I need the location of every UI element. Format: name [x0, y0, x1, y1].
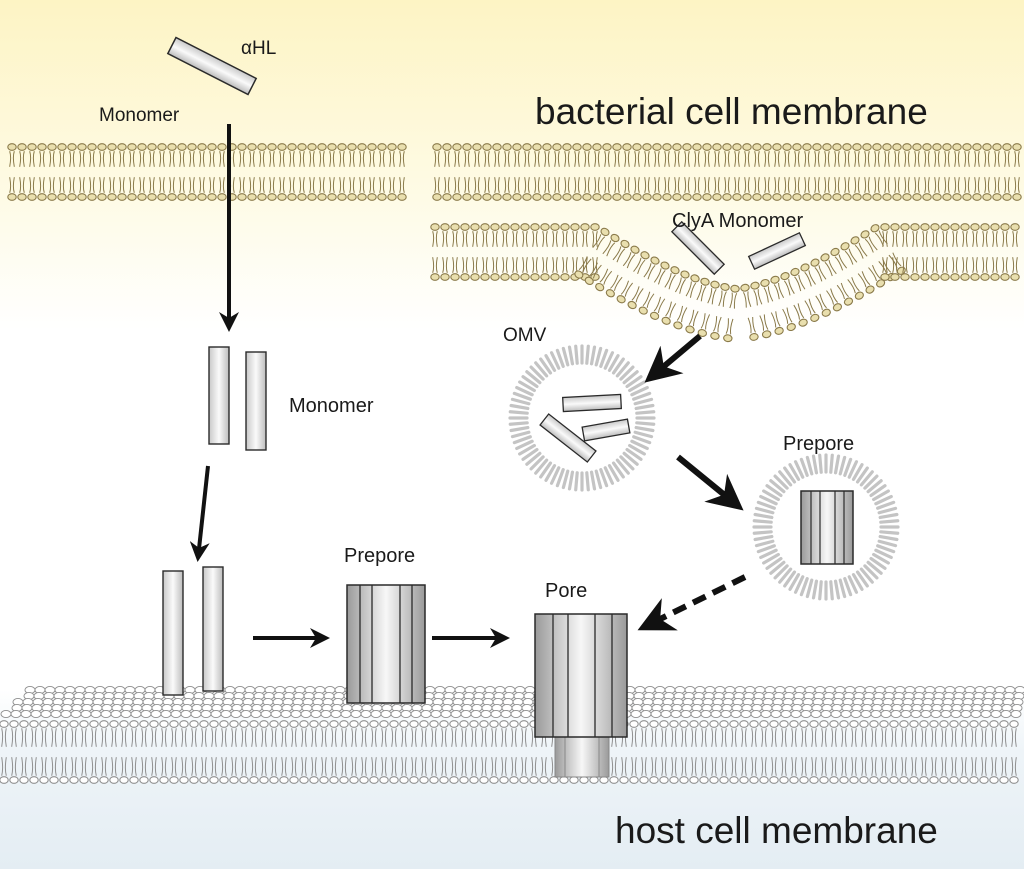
label-prepore-membrane: Prepore — [344, 545, 415, 567]
label-omv: OMV — [503, 325, 547, 346]
omv-monomer-rod-1 — [561, 393, 623, 413]
omv-monomer-rod-2 — [581, 418, 631, 442]
ahl-monomer-rod-a — [208, 346, 230, 445]
clya-monomer-rod-1 — [670, 220, 726, 276]
membrane-prepore-barrel — [346, 584, 426, 704]
label-clya-monomer: ClyA Monomer — [672, 210, 803, 232]
pore-barrel — [534, 613, 628, 778]
label-host-cell-membrane: host cell membrane — [615, 810, 938, 851]
clya-monomer-rod-2 — [747, 231, 807, 271]
prepore-vesicle — [752, 453, 900, 601]
bacterial-membrane-right-upper — [432, 143, 1022, 201]
host-cell-membrane — [0, 685, 1024, 784]
bacterial-membrane-left — [7, 143, 407, 201]
label-pore: Pore — [545, 580, 587, 602]
label-ahl: αHL — [241, 38, 276, 59]
omv-monomer-rod-3 — [539, 413, 597, 463]
label-monomer-mid: Monomer — [289, 395, 374, 417]
bound-monomer-rod-a — [162, 570, 184, 696]
label-bacterial-cell-membrane: bacterial cell membrane — [535, 91, 928, 132]
arrow-to-omv — [644, 333, 702, 383]
arrow-omv-to-prepore — [676, 454, 744, 511]
bacterial-membrane-budding — [430, 223, 1020, 343]
label-monomer-top: Monomer — [99, 105, 180, 126]
vesicle-prepore-barrel — [800, 490, 854, 565]
ahl-monomer-rod-b — [245, 351, 267, 451]
label-prepore-vesicle: Prepore — [783, 433, 854, 455]
ahl-monomer-rod — [166, 36, 258, 96]
arrow-dashed-to-pore — [637, 574, 747, 631]
omv-vesicle — [508, 344, 656, 492]
bound-monomer-rod-b — [202, 566, 224, 692]
arrow-to-membrane — [189, 465, 210, 562]
